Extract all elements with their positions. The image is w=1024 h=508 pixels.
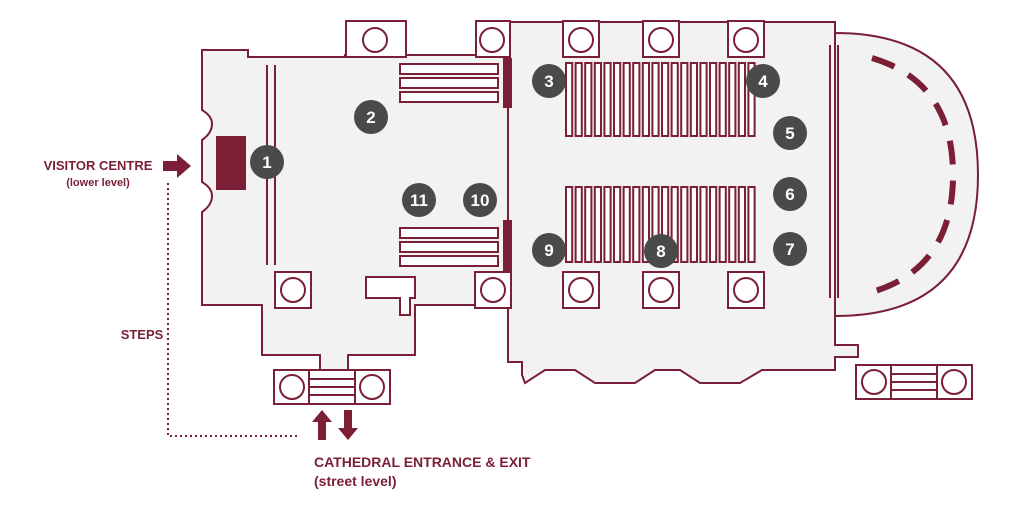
pew [651, 62, 660, 137]
marker-circle [354, 100, 388, 134]
pew [747, 62, 756, 137]
pew [718, 186, 727, 263]
marker-1[interactable]: 1 [250, 145, 284, 179]
nave-pews-south [565, 186, 756, 263]
apse-outline [834, 31, 980, 318]
pew [728, 186, 737, 263]
marker-circle [402, 183, 436, 217]
marker-6[interactable]: 6 [773, 177, 807, 211]
marker-circle [773, 116, 807, 150]
hall-notch [365, 276, 416, 316]
marker-label: 11 [410, 191, 428, 210]
pew [574, 62, 583, 137]
pew [709, 186, 718, 263]
visitor-centre-label: VISITOR CENTRE [43, 158, 153, 173]
marker-circle [463, 183, 497, 217]
pew [632, 186, 641, 263]
marker-circle [773, 232, 807, 266]
pew [613, 186, 622, 263]
marker-8[interactable]: 8 [644, 234, 678, 268]
nave-pews-north [565, 62, 756, 137]
pillars [274, 20, 765, 309]
marker-label: 2 [366, 108, 375, 127]
pew [593, 186, 602, 263]
pew [641, 186, 650, 263]
pew [584, 62, 593, 137]
pew [670, 62, 679, 137]
marker-label: 3 [544, 72, 553, 91]
pew [574, 186, 583, 263]
pew [622, 62, 631, 137]
pew [603, 186, 612, 263]
marker-circle [746, 64, 780, 98]
pew [565, 186, 574, 263]
steps-label: STEPS [120, 327, 164, 342]
marker-label: 5 [785, 124, 794, 143]
visitor-centre-sublabel: (lower level) [66, 177, 130, 189]
pew [670, 186, 679, 263]
steps-route [167, 183, 300, 437]
pew [593, 62, 602, 137]
pew [661, 62, 670, 137]
marker-label: 4 [758, 72, 768, 91]
pew [680, 186, 689, 263]
marker-4[interactable]: 4 [746, 64, 780, 98]
marker-label: 8 [656, 242, 665, 261]
pew [747, 186, 756, 263]
marker-5[interactable]: 5 [773, 116, 807, 150]
marker-10[interactable]: 10 [463, 183, 497, 217]
east-annex [855, 364, 973, 400]
entrance-label: CATHEDRAL ENTRANCE & EXIT [314, 454, 531, 470]
marker-7[interactable]: 7 [773, 232, 807, 266]
pew [689, 62, 698, 137]
arrow-right-icon [163, 154, 191, 178]
marker-circle [644, 234, 678, 268]
doors [216, 58, 512, 272]
pew [737, 186, 746, 263]
apse-dashed-arc [871, 55, 957, 295]
pew [689, 186, 698, 263]
pew [584, 186, 593, 263]
entrance-sublabel: (street level) [314, 473, 397, 489]
marker-9[interactable]: 9 [532, 233, 566, 267]
pew [641, 62, 650, 137]
entrance-porch [273, 369, 391, 405]
marker-label: 9 [544, 241, 553, 260]
pew [565, 62, 574, 137]
pew [737, 62, 746, 137]
marker-circle [532, 233, 566, 267]
arrow-down-icon [338, 410, 358, 440]
marker-2[interactable]: 2 [354, 100, 388, 134]
marker-circle [532, 64, 566, 98]
arrow-up-icon [312, 410, 332, 440]
pew [613, 62, 622, 137]
pew [622, 186, 631, 263]
marker-label: 10 [471, 191, 490, 210]
marker-3[interactable]: 3 [532, 64, 566, 98]
pew [632, 62, 641, 137]
pew [680, 62, 689, 137]
pew [728, 62, 737, 137]
pew [709, 62, 718, 137]
pew [718, 62, 727, 137]
marker-circle [250, 145, 284, 179]
marker-label: 7 [785, 240, 794, 259]
marker-circle [773, 177, 807, 211]
marker-label: 6 [785, 185, 794, 204]
pew [699, 186, 708, 263]
pew [699, 62, 708, 137]
marker-11[interactable]: 11 [402, 183, 436, 217]
marker-label: 1 [262, 153, 271, 172]
west-benches [399, 63, 499, 267]
pew [603, 62, 612, 137]
